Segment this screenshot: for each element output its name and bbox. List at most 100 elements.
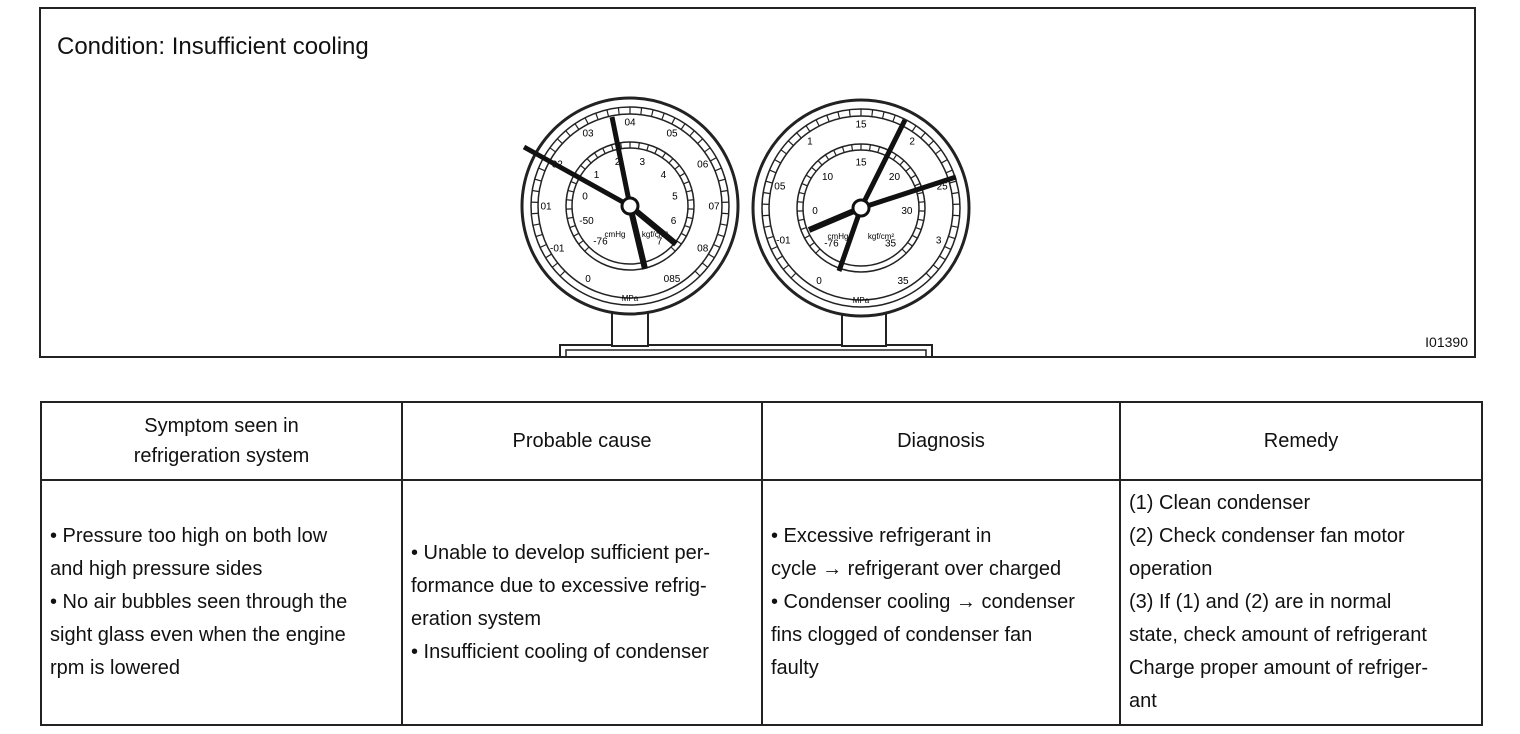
dial-tick bbox=[535, 233, 543, 238]
figure-id: I01390 bbox=[1425, 334, 1468, 350]
dial-tick bbox=[868, 144, 871, 151]
dial-tick bbox=[567, 189, 574, 193]
dial-tick bbox=[763, 225, 771, 228]
cell-probable-cause: • Unable to develop sufficient per- form… bbox=[401, 479, 763, 726]
dial-tick bbox=[549, 147, 556, 153]
dial-unit-label: MPa bbox=[853, 296, 870, 305]
low-gauge-needle-top bbox=[609, 116, 633, 207]
dial-label: 1 bbox=[807, 137, 813, 148]
header-diagnosis: Diagnosis bbox=[761, 401, 1121, 481]
high-gauge-needle-top bbox=[858, 118, 908, 210]
dial-tick bbox=[671, 117, 676, 125]
dial-tick bbox=[640, 107, 643, 115]
dial-label: 085 bbox=[664, 274, 681, 285]
dial-label: 15 bbox=[855, 157, 867, 168]
dial-label: 30 bbox=[901, 206, 913, 217]
dial-label: 04 bbox=[624, 117, 636, 128]
dial-label: 05 bbox=[774, 182, 786, 193]
dial-tick bbox=[925, 272, 932, 279]
dial-tick bbox=[805, 125, 811, 132]
dial-tick bbox=[837, 111, 841, 119]
dial-tick bbox=[578, 240, 584, 245]
dial-tick bbox=[769, 169, 777, 174]
dial-tick bbox=[948, 235, 956, 240]
dial-tick bbox=[815, 119, 820, 127]
dial-label: 10 bbox=[822, 172, 834, 183]
dial-tick bbox=[951, 225, 959, 228]
dial-tick bbox=[763, 191, 771, 195]
manifold-body-inner bbox=[565, 349, 927, 356]
dial-tick bbox=[928, 140, 935, 146]
dial-tick bbox=[917, 218, 924, 222]
dial-label: 7 bbox=[657, 237, 663, 248]
dial-tick bbox=[951, 191, 959, 195]
dial-tick bbox=[952, 214, 960, 217]
dial-tick bbox=[721, 212, 729, 215]
dial-tick bbox=[914, 182, 921, 187]
dial-tick bbox=[668, 158, 674, 164]
dial-tick bbox=[774, 159, 782, 164]
dial-tick bbox=[910, 174, 917, 179]
manifold-body bbox=[559, 344, 933, 356]
dial-tick bbox=[762, 214, 770, 217]
condition-title: Condition: Insufficient cooling bbox=[57, 33, 369, 60]
dial-tick bbox=[584, 117, 589, 125]
dial-label: -01 bbox=[776, 235, 791, 246]
dial-tick bbox=[935, 149, 942, 155]
dial-tick bbox=[545, 253, 552, 259]
dial-label: 35 bbox=[885, 239, 897, 250]
dial-tick bbox=[801, 182, 808, 187]
dial-tick bbox=[939, 255, 946, 261]
dial-tick bbox=[766, 235, 774, 240]
dial-tick bbox=[720, 223, 728, 226]
dial-tick bbox=[551, 262, 559, 268]
dial-tick bbox=[689, 130, 695, 137]
dial-tick bbox=[610, 144, 614, 151]
dial-tick bbox=[949, 180, 957, 184]
low-gauge-needle-right bbox=[628, 203, 678, 247]
dial-tick bbox=[800, 226, 807, 231]
cell-symptom: • Pressure too high on both low and high… bbox=[40, 479, 403, 726]
low-gauge-needle-bottom bbox=[627, 205, 648, 270]
dial-tick bbox=[826, 114, 830, 122]
dial-tick bbox=[574, 123, 580, 130]
dial-label: 4 bbox=[661, 170, 667, 181]
dial-tick bbox=[770, 245, 778, 250]
dial-tick bbox=[559, 270, 566, 277]
dial-label: -76 bbox=[593, 237, 608, 248]
dial-tick bbox=[940, 159, 948, 164]
dial-tick bbox=[798, 191, 805, 195]
dial-tick bbox=[617, 107, 620, 115]
dial-tick bbox=[661, 112, 665, 120]
dial-tick bbox=[805, 174, 812, 179]
dial-tick bbox=[848, 109, 851, 117]
dial-label: 1 bbox=[594, 170, 600, 181]
dial-tick bbox=[565, 130, 571, 137]
dial-tick bbox=[817, 160, 823, 166]
figure-panel: Condition: Insufficient cooling 0-010102… bbox=[39, 7, 1476, 358]
dial-tick bbox=[654, 147, 658, 154]
dial-tick bbox=[944, 245, 952, 250]
dial-label: 0 bbox=[812, 206, 818, 217]
dial-label: 3 bbox=[640, 157, 646, 168]
dial-tick bbox=[646, 144, 650, 151]
dial-tick bbox=[871, 109, 874, 117]
dial-tick bbox=[714, 167, 722, 172]
dial-label: 6 bbox=[671, 216, 677, 227]
dial-unit-label: kgf/cm² bbox=[642, 230, 669, 239]
dial-tick bbox=[824, 154, 830, 161]
dial-tick bbox=[674, 164, 680, 170]
dial-label: -76 bbox=[824, 239, 839, 250]
dial-tick bbox=[717, 233, 725, 238]
dial-label: 25 bbox=[937, 182, 949, 193]
dial-tick bbox=[918, 201, 925, 203]
dial-tick bbox=[798, 218, 805, 222]
dial-tick bbox=[901, 248, 907, 254]
dial-label: 08 bbox=[697, 243, 709, 254]
dial-tick bbox=[650, 109, 654, 117]
dial-tick bbox=[782, 264, 790, 270]
dial-tick bbox=[687, 199, 694, 201]
dial-tick bbox=[701, 262, 709, 268]
dial-tick bbox=[670, 246, 676, 252]
